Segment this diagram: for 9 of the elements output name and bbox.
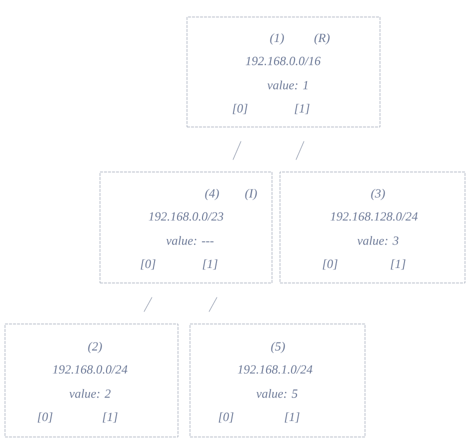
tree-node-box: (2) 192.168.0.0/24 value: 2 [0] [1]: [4, 324, 178, 438]
tree-node-box: (1) (R) 192.168.0.0/16 value: 1 [0] [1]: [186, 16, 380, 128]
tree-node-box: (3) 192.168.128.0/24 value: 3 [0] [1]: [280, 172, 466, 284]
connector-line: [232, 140, 242, 160]
connector-line: [144, 296, 152, 312]
connector-line: [296, 140, 304, 160]
tree-node-box: (4) (I) 192.168.0.0/23 value: --- [0] [1]: [100, 172, 272, 284]
tree-node-box: (5) 192.168.1.0/24 value: 5 [0] [1]: [190, 324, 366, 438]
connector-line: [208, 296, 218, 312]
